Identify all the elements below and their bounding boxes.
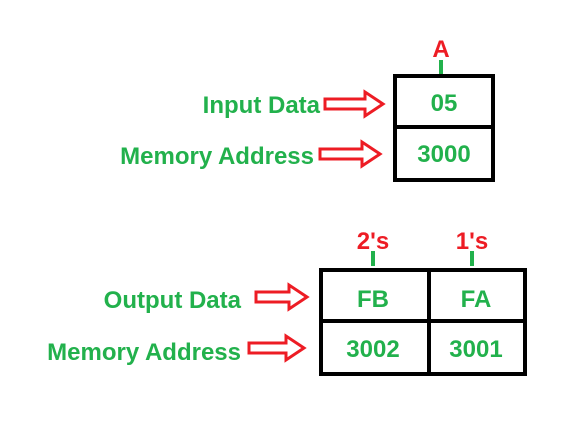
output-data-value-low: FA bbox=[461, 286, 492, 313]
output-data-arrow-icon bbox=[254, 282, 310, 312]
input-address-arrow-icon bbox=[318, 139, 383, 169]
input-address-label: Memory Address bbox=[120, 143, 314, 170]
output-column-label-1s: 1's bbox=[456, 228, 488, 255]
register-label-a: A bbox=[432, 36, 449, 63]
output-column-label-2s: 2's bbox=[357, 228, 389, 255]
output-address-label: Memory Address bbox=[47, 339, 241, 366]
output-address-value-high: 3002 bbox=[346, 336, 399, 363]
input-data-label: Input Data bbox=[203, 92, 321, 119]
output-data-label: Output Data bbox=[104, 287, 242, 314]
output-address-value-low: 3001 bbox=[449, 336, 502, 363]
input-data-arrow-icon bbox=[323, 89, 386, 119]
output-address-arrow-icon bbox=[247, 333, 307, 363]
input-address-value: 3000 bbox=[417, 141, 470, 168]
output-block: 2's 1's FB FA 3002 3001 Output Data Memo… bbox=[47, 228, 527, 376]
input-block: A 05 3000 Input Data Memory Address bbox=[120, 36, 495, 182]
input-data-value: 05 bbox=[431, 90, 458, 117]
output-data-value-high: FB bbox=[357, 286, 389, 313]
